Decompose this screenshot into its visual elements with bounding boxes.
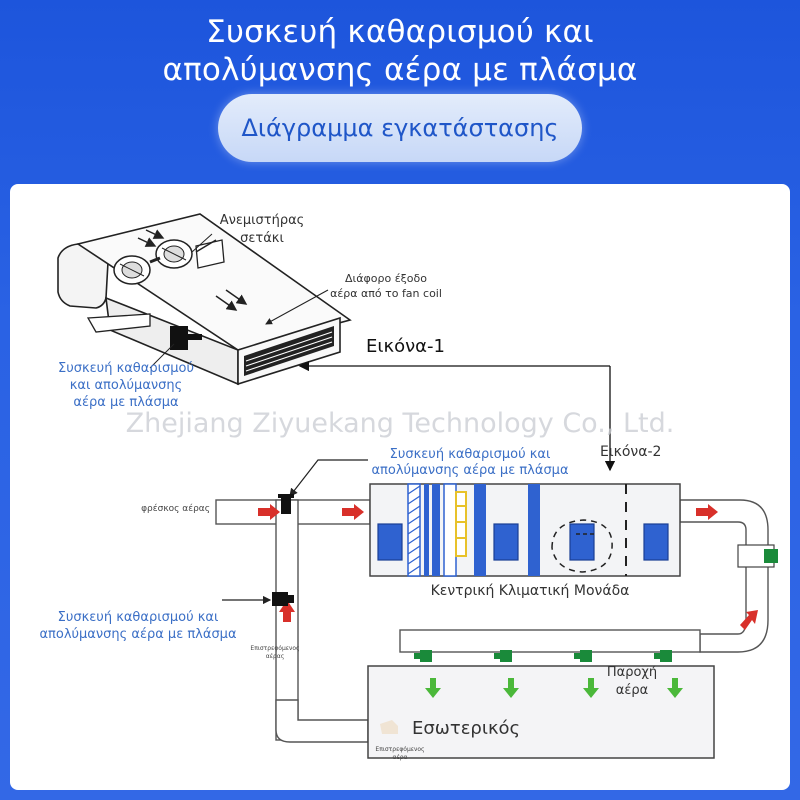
fan-coil-unit xyxy=(57,213,352,386)
page-title-line-2: απολύμανσης αέρα με πλάσμα xyxy=(162,52,638,88)
subtitle-pill: Διάγραμμα εγκατάστασης xyxy=(218,94,582,162)
fan-blower xyxy=(113,239,225,285)
device-label-fig1-line-2: και απολύμανσης xyxy=(70,378,183,393)
device-label-fig1-line-1: Συσκευή καθαρισμού xyxy=(58,361,194,376)
fan-label-line-2: σετάκι xyxy=(240,231,284,246)
caption-figure-1: Εικόνα-1 xyxy=(366,336,445,357)
outlet-label-line-2: αέρα από το fan coil xyxy=(330,287,442,300)
bottom-return-label-line-2: αέρα xyxy=(393,754,408,761)
caption-figure-2: Εικόνα-2 xyxy=(600,444,661,460)
coil-yellow xyxy=(455,491,467,557)
top-device-label-line-2: απολύμανσης αέρα με πλάσμα xyxy=(371,463,568,478)
return-air-small-label-line-1: Επιστρεφόμενος xyxy=(250,645,299,652)
return-grille-arrow xyxy=(380,720,398,734)
indoor-room xyxy=(367,665,715,759)
fresh-air-label: φρέσκος αέρας xyxy=(141,503,210,514)
supply-header-devices xyxy=(414,650,672,662)
central-ahu xyxy=(369,483,681,577)
plasma-device-return xyxy=(272,592,294,606)
device-label-fig1-line-3: αέρα με πλάσμα xyxy=(73,395,178,410)
indoor-label: Εσωτερικός xyxy=(412,718,520,739)
return-device-label-line-1: Συσκευή καθαρισμού και xyxy=(58,610,219,625)
plasma-device-supply-loop xyxy=(737,544,778,568)
figure-connector-line xyxy=(298,360,616,472)
airflow-arrows-fig1 xyxy=(137,229,248,311)
top-device-label-line-1: Συσκευή καθαρισμού και xyxy=(390,447,551,462)
page-title-line-1: Συσκευή καθαρισμού και xyxy=(206,14,594,50)
watermark: Zhejiang Ziyuekang Technology Co., Ltd. xyxy=(126,408,675,439)
outlet-grille xyxy=(244,326,334,376)
return-device-label-line-2: απολύμανσης αέρα με πλάσμα xyxy=(39,627,236,642)
ahu-label: Κεντρική Κλιματική Μονάδα xyxy=(431,583,630,599)
subtitle-text: Διάγραμμα εγκατάστασης xyxy=(241,114,559,142)
return-air-small-label-line-2: αέρας xyxy=(266,653,284,660)
fan-label-line-1: Ανεμιστήρας xyxy=(220,213,305,228)
supply-air-label-line-2: αέρα xyxy=(616,683,648,698)
supply-air-arrows xyxy=(425,678,683,698)
outlet-label-line-1: Διάφορο έξοδο xyxy=(345,272,427,285)
supply-air-label-line-1: Παροχή xyxy=(607,665,657,680)
bottom-return-label-line-1: Επιστρεφόμενος xyxy=(375,746,424,753)
red-airflow-arrows xyxy=(258,504,758,630)
plasma-device-fig1 xyxy=(170,326,202,350)
plasma-device-fresh-air xyxy=(278,494,294,514)
